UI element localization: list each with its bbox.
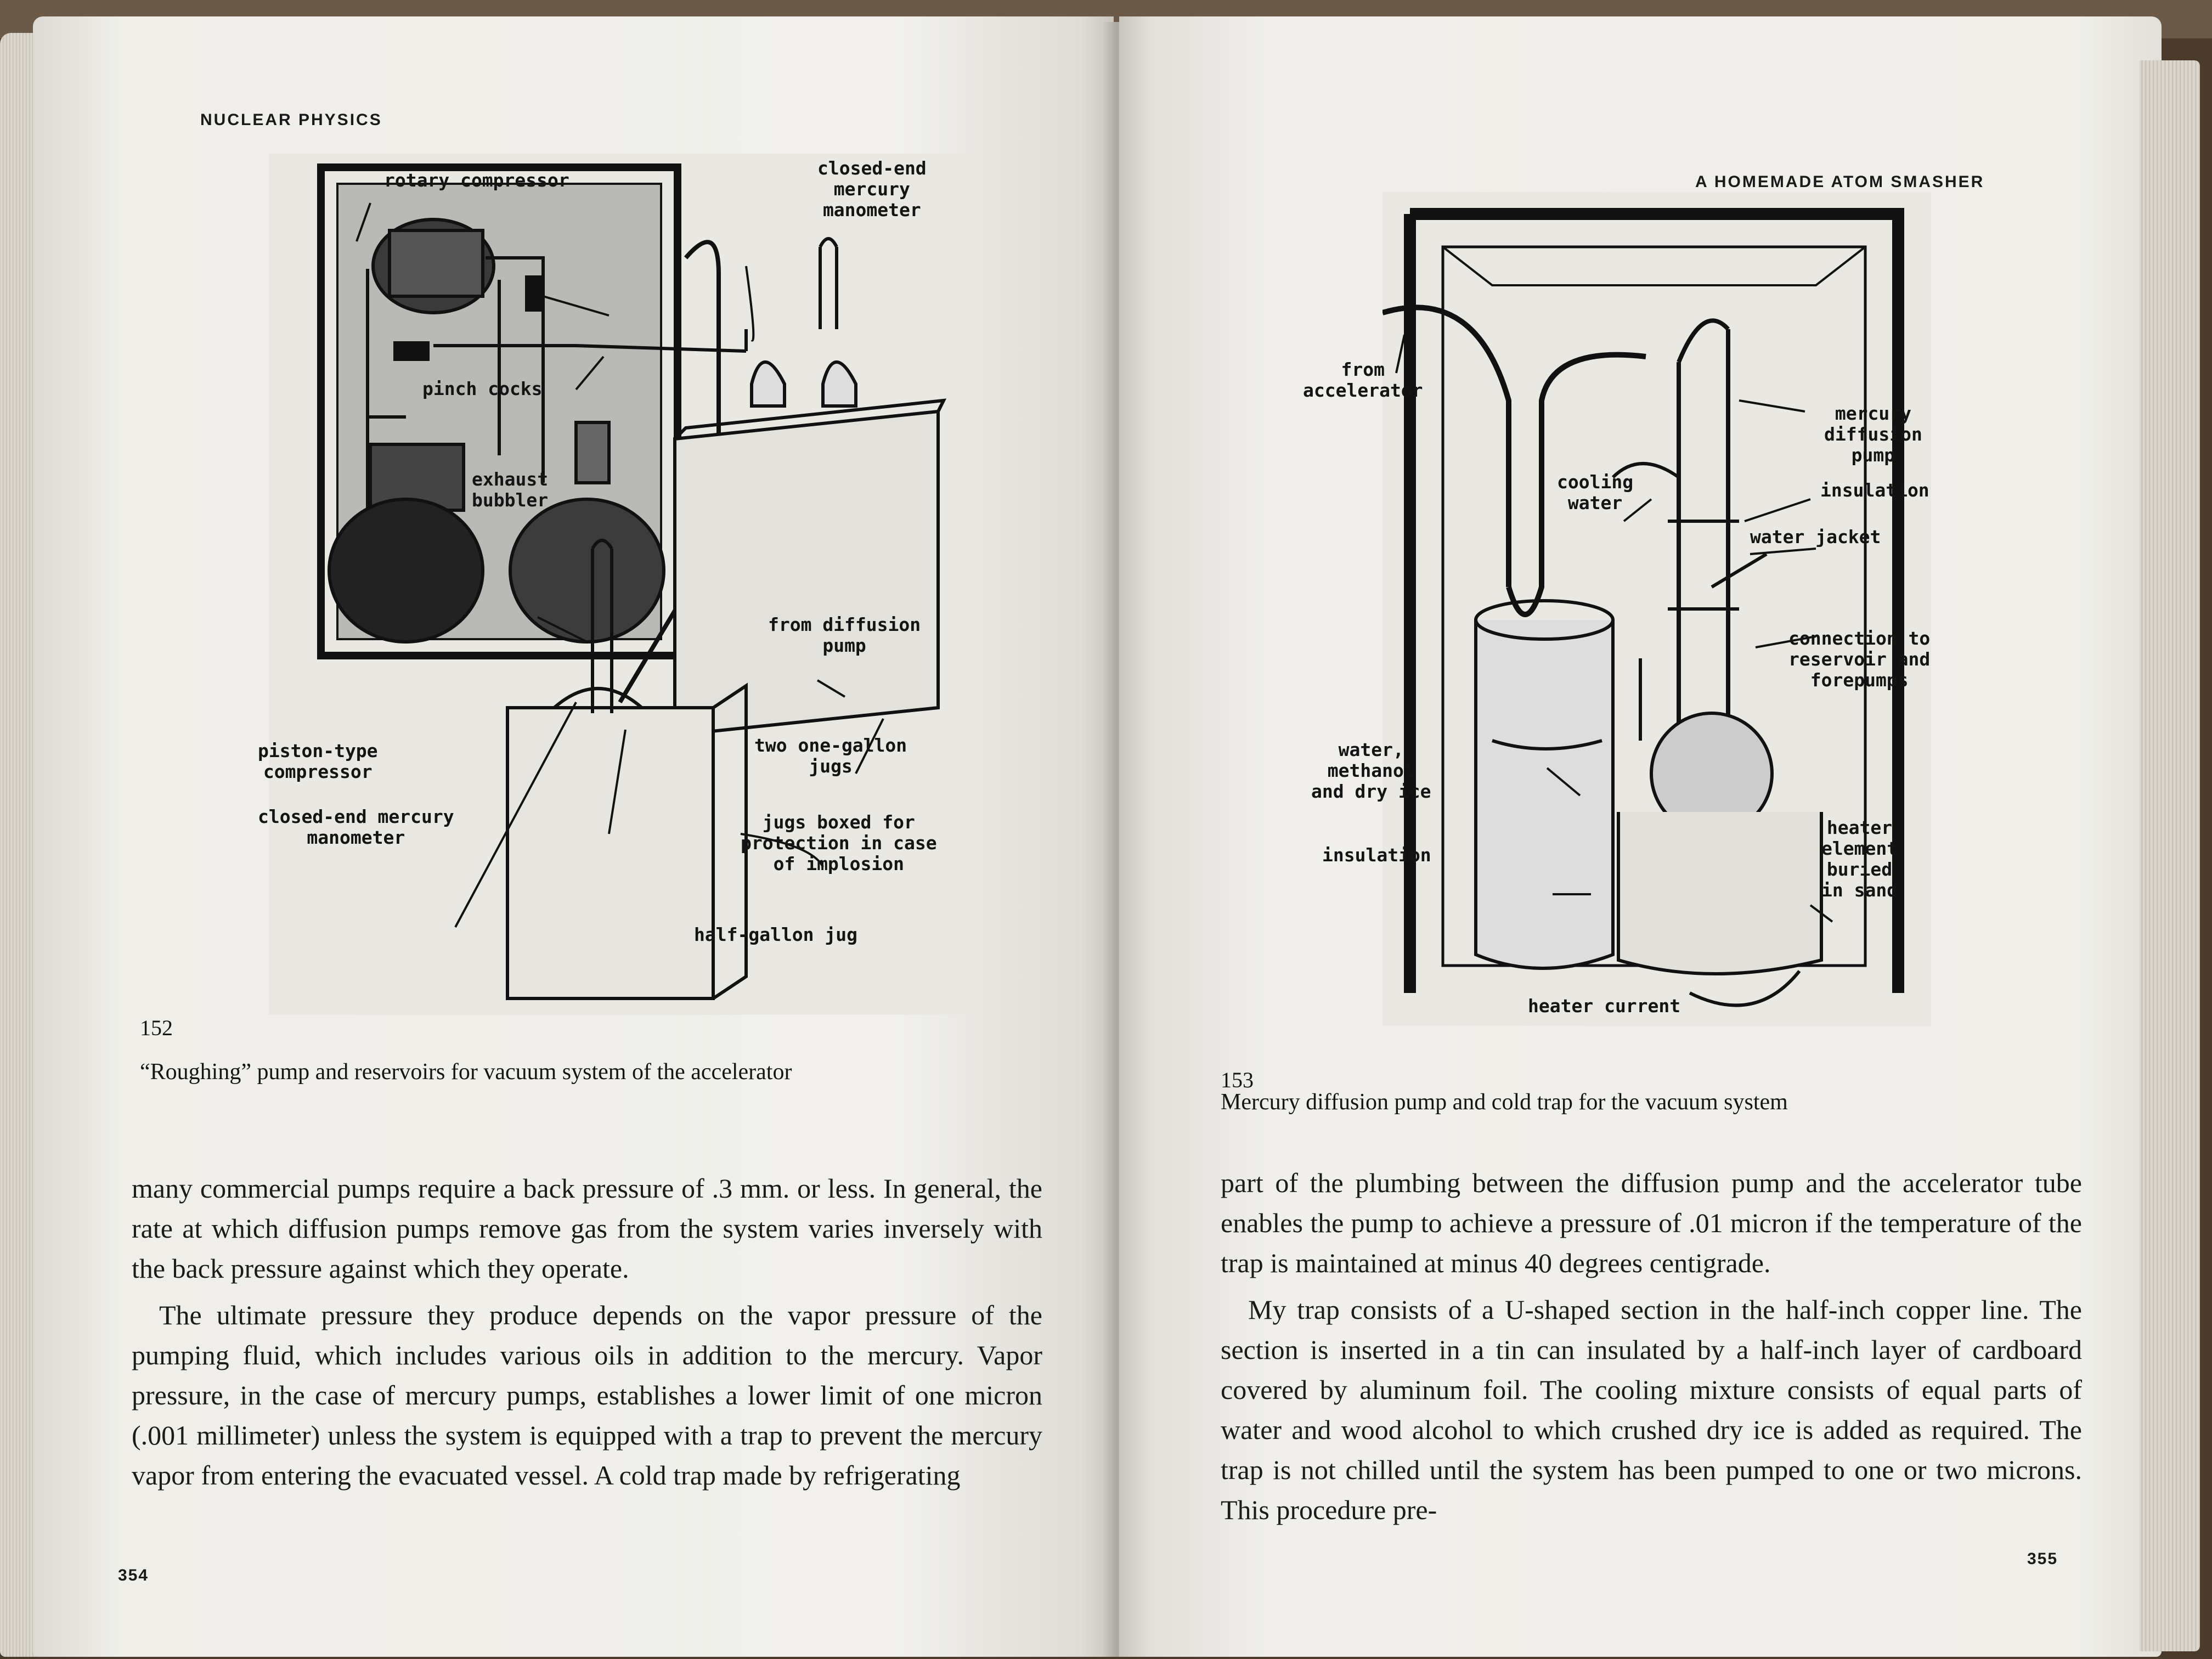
diffusion-pump-drawing [1383,208,1904,1007]
figure-153-caption: Mercury diffusion pump and cold trap for… [1221,1090,1788,1115]
label-water-methanol-dry-ice: water, methanol and dry ice [1311,739,1431,802]
left-page-stack-edge [0,33,38,1657]
left-running-head: NUCLEAR PHYSICS [200,111,382,129]
figure-152-number: 152 [140,1015,173,1040]
label-half-gallon-jug: half-gallon jug [694,924,858,945]
label-closed-end-mercury-manometer: closed-end mercury manometer [258,806,454,848]
label-connection-to-reservoir: connection to reservoir and forepumps [1788,628,1931,691]
figure-152-caption: “Roughing” pump and reservoirs for vacuu… [140,1059,792,1085]
label-mercury-diffusion-pump: mercury diffusion pump [1824,403,1922,466]
figure-152-illustration [269,154,982,1015]
label-two-one-gallon-jugs: two one-gallon jugs [754,735,907,777]
left-paragraph-2: The ultimate pressure they produce depen… [132,1300,1042,1491]
right-page: A HOMEMADE ATOM SMASHER [1119,16,2162,1657]
label-water-jacket: water jacket [1750,526,1881,548]
left-paragraph-1: many commercial pumps require a back pre… [132,1173,1042,1284]
right-paragraph-2: My trap consists of a U-shaped section i… [1221,1294,2082,1525]
left-page: NUCLEAR PHYSICS [33,16,1114,1657]
label-from-diffusion-pump: from diffusion pump [768,614,921,656]
label-piston-type-compressor: piston-type compressor [258,740,378,782]
label-insulation-bottom: insulation [1322,844,1431,866]
label-exhaust-bubbler: exhaust bubbler [472,469,549,511]
label-pinch-cocks: pinch cocks [422,378,543,399]
left-body-text: many commercial pumps require a back pre… [132,1169,1042,1502]
right-page-number: 355 [2027,1550,2058,1568]
label-heater-current: heater current [1528,995,1681,1017]
label-from-accelerator: from accelerator [1303,359,1423,401]
label-heater-element: heater element buried in sand [1821,817,1898,901]
right-paragraph-1: part of the plumbing between the diffusi… [1221,1167,2082,1278]
label-cooling-water: cooling water [1557,471,1634,514]
roughing-pump-drawing [317,163,947,1000]
right-body-text: part of the plumbing between the diffusi… [1221,1163,2082,1537]
right-running-head: A HOMEMADE ATOM SMASHER [1695,173,1985,191]
label-closed-end-manometer-top: closed-end mercury manometer [817,157,927,221]
label-rotary-compressor: rotary compressor [384,170,569,191]
label-insulation-top: insulation [1820,479,1929,501]
left-page-number: 354 [118,1566,149,1584]
figure-153-number: 153 [1221,1068,1254,1092]
figure-153-illustration [1383,192,1931,1026]
label-jugs-boxed-for-protection: jugs boxed for protection in case of imp… [741,811,937,874]
right-page-stack-edge [2140,60,2200,1651]
